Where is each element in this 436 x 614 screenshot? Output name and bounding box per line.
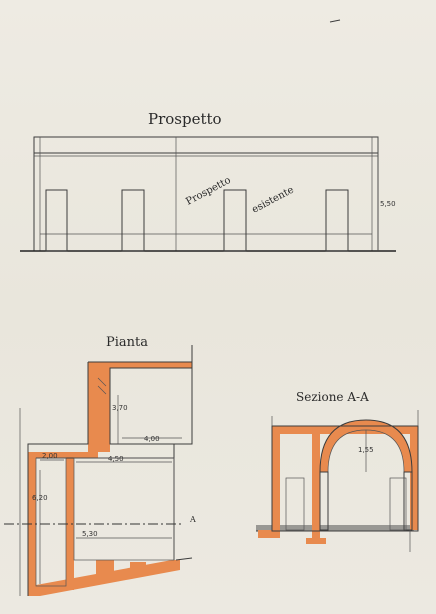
elevation-height-dim: 5,50 bbox=[380, 200, 396, 208]
elevation-note-1: Prospetto bbox=[184, 175, 232, 208]
plan-dim-left-width: 2,00 bbox=[42, 452, 58, 460]
section-height-dim: 1,55 bbox=[358, 446, 374, 454]
plan-dim-left-height: 6,20 bbox=[32, 494, 48, 502]
elevation-note-2: esistente bbox=[250, 184, 296, 215]
plan-drawing bbox=[4, 345, 193, 596]
plan-title: Pianta bbox=[106, 335, 148, 350]
plan-dim-bottom-width: 5,30 bbox=[82, 530, 98, 538]
section-title: Sezione A-A bbox=[296, 390, 369, 404]
elevation-drawing bbox=[20, 136, 396, 252]
section-drawing bbox=[256, 410, 419, 552]
section-marker-label: A bbox=[189, 515, 196, 524]
plan-dim-upper-width: 4,00 bbox=[144, 435, 160, 443]
top-mark bbox=[329, 19, 341, 23]
elevation-title: Prospetto bbox=[148, 110, 222, 128]
plan-dim-upper-height: 3,70 bbox=[112, 404, 128, 412]
plan-dim-main-width: 4,50 bbox=[108, 455, 124, 463]
